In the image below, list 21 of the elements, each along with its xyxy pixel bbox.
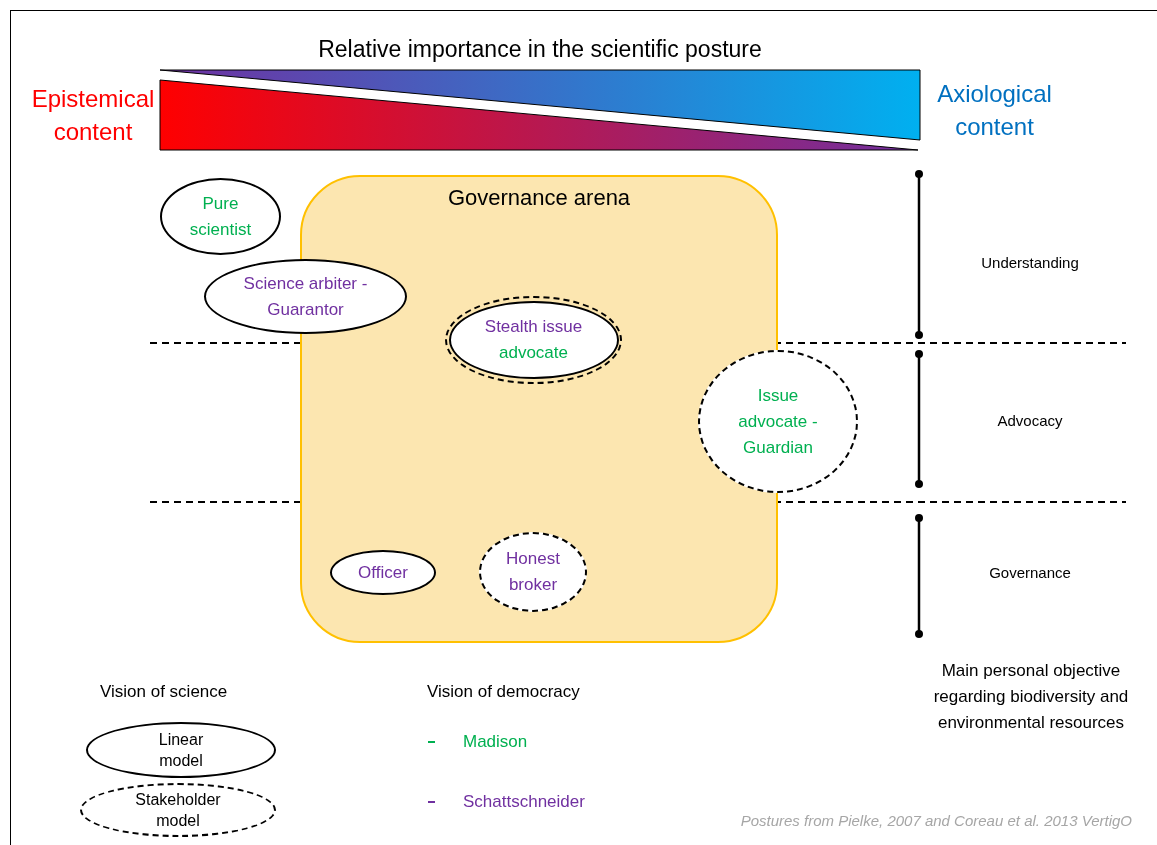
axis-end-label: Epistemical content (30, 84, 156, 147)
legend-text: Stakeholder model (134, 790, 222, 831)
legend-heading: Vision of science (100, 681, 229, 703)
posture-name: Pure scientist (188, 192, 253, 241)
source-caption: Postures from Pielke, 2007 and Coreau et al. 2013 VertigO (740, 811, 1132, 831)
legend-text: Linear model (157, 730, 205, 771)
posture-name: Issue advocate - Guardian (737, 384, 819, 459)
legend-text: Schattschneider (463, 791, 585, 813)
axis-end-label: Axiological content (936, 79, 1053, 142)
posture-name: Stealth issue advocate (483, 316, 584, 364)
objective-label: Understanding (980, 253, 1080, 273)
posture-name: Honest broker (505, 548, 561, 596)
posture-name: Officer (357, 561, 409, 584)
arena-title: Governance arena (446, 184, 632, 212)
diagram-title: Relative importance in the scientific posture (317, 35, 763, 64)
objective-label: Governance (988, 563, 1072, 583)
legend-text: Madison (463, 731, 528, 753)
posture-name: Science arbiter - Guarantor (242, 272, 369, 321)
objective-label: Advocacy (996, 411, 1064, 431)
objective-caption: Main personal objective regarding biodiversity and environmental resources (932, 660, 1130, 734)
legend-heading: Vision of democracy (427, 681, 581, 703)
